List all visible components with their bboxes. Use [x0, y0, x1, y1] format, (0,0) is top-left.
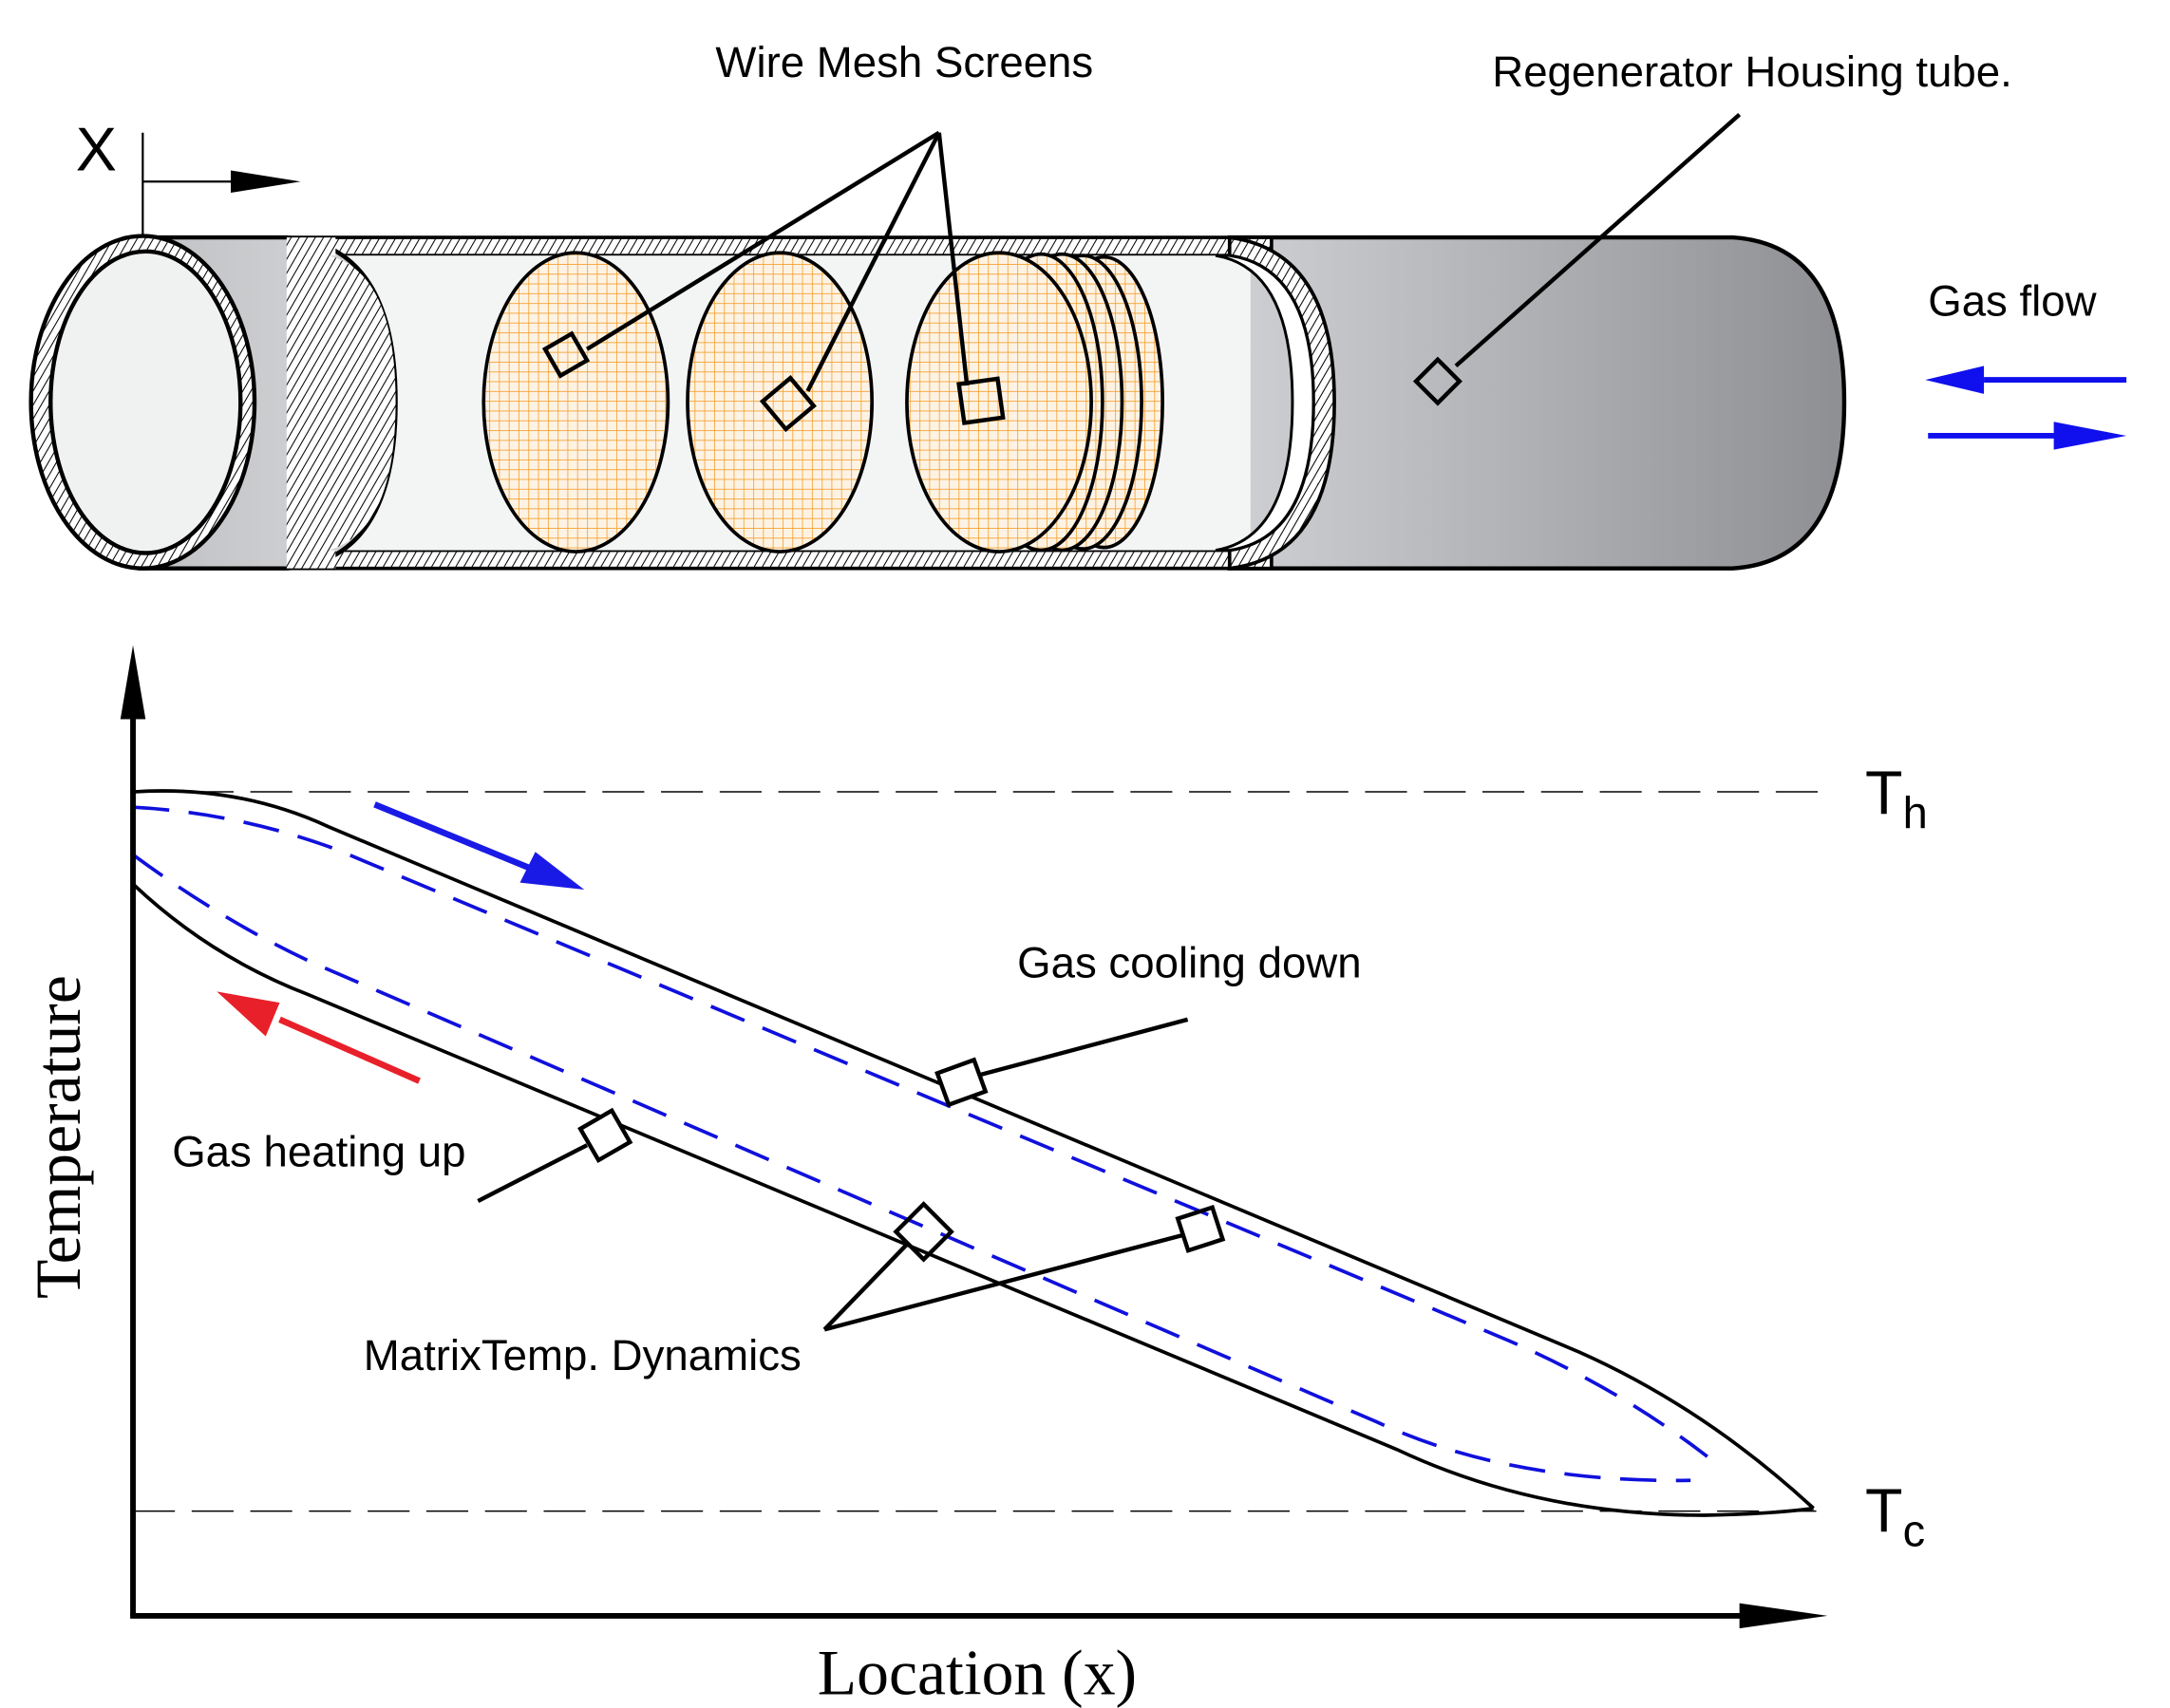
cooling-direction-arrow-icon	[519, 852, 585, 891]
heating-direction-arrow-icon	[217, 991, 280, 1037]
x-axis-title: Location (x)	[818, 1637, 1137, 1708]
regenerator-tube	[28, 234, 1847, 571]
th-label: Th	[1865, 759, 1928, 838]
housing-outer-shell	[1227, 235, 1847, 571]
wire-mesh-screens	[481, 251, 1164, 554]
matrix-temp-label: MatrixTemp. Dynamics	[364, 1331, 802, 1380]
y-axis-arrow-icon	[120, 645, 146, 720]
matrix-temp-upper-curve	[132, 805, 1708, 1458]
callout-marker	[759, 375, 817, 433]
callout-marker	[1412, 356, 1462, 406]
gas-cooling-curve	[132, 789, 1815, 1511]
tube-wall-bottom	[208, 548, 1274, 571]
gas-cooling-label: Gas cooling down	[1017, 939, 1361, 987]
housing-label: Regenerator Housing tube.	[1492, 47, 2011, 96]
flow-arrow-left-icon	[1925, 366, 1985, 394]
x-direction-marker: X	[76, 114, 301, 238]
left-end-opening	[48, 249, 243, 555]
gas-heating-curve	[131, 882, 1814, 1517]
callout-marker	[541, 330, 591, 379]
matrix-temp-lower-curve	[131, 853, 1691, 1483]
gas-heating-label: Gas heating up	[172, 1127, 465, 1175]
temperature-plot: Gas cooling down Gas heating up MatrixTe…	[23, 645, 1928, 1708]
mesh-screen-2	[686, 251, 875, 554]
callout-marker	[956, 376, 1006, 425]
x-axis-label: X	[76, 114, 117, 183]
housing-leader	[1412, 112, 1742, 406]
wire-mesh-label: Wire Mesh Screens	[715, 38, 1093, 86]
gas-flow-label: Gas flow	[1928, 276, 2097, 325]
tc-label: Tc	[1865, 1476, 1925, 1556]
wire-mesh-leaders	[541, 130, 1006, 433]
annotation-leaders	[477, 1017, 1226, 1332]
mesh-screen-1	[481, 251, 670, 554]
flow-arrow-right-icon	[2053, 422, 2127, 450]
x-axis-arrow-icon	[1739, 1603, 1828, 1629]
gas-flow-indicator: Gas flow	[1925, 276, 2127, 450]
y-axis-title: Temperature	[23, 975, 94, 1299]
